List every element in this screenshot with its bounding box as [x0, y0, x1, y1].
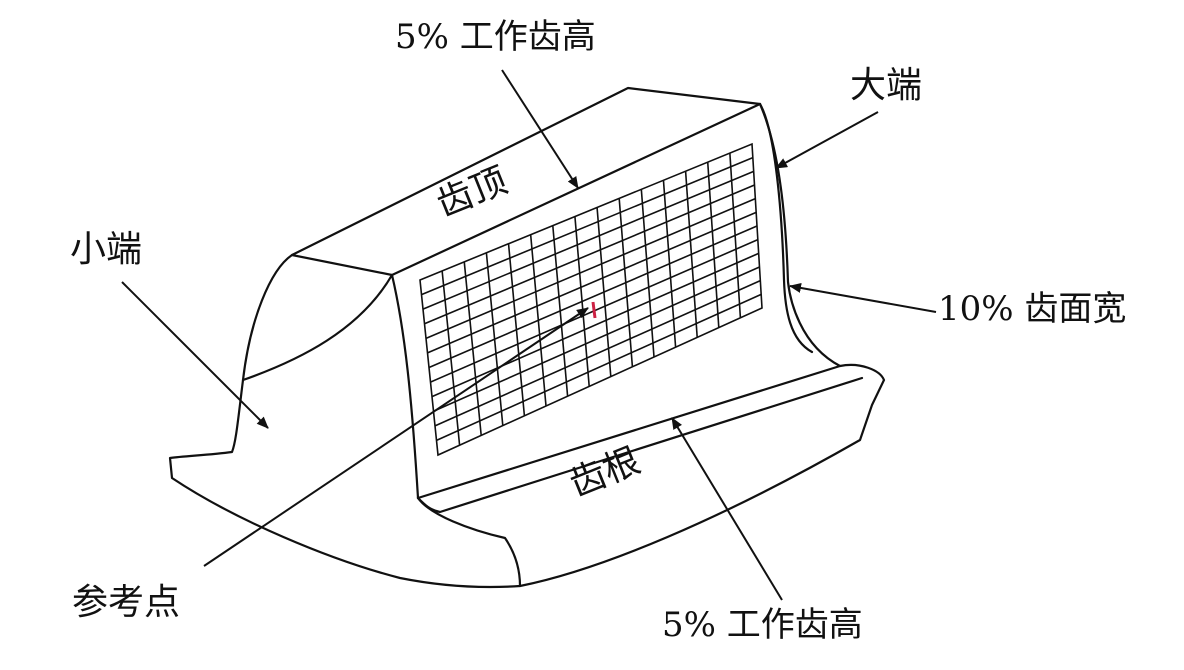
grid-row-line [433, 266, 760, 412]
label-reference-point: 参考点 [72, 582, 181, 623]
label-bottom-working-depth: 5% 工作齿高 [662, 605, 863, 645]
tooth-front-face [390, 102, 842, 500]
tooth-heel-edge [758, 102, 814, 354]
label-heel: 大端 [850, 65, 923, 106]
label-face-width: 10% 齿面宽 [938, 289, 1127, 329]
leader-reference-point [203, 307, 589, 567]
tooth-toe-flank [168, 253, 522, 589]
leader-heel [775, 111, 879, 169]
label-top-working-depth: 5% 工作齿高 [395, 17, 596, 57]
grid-row-line [428, 225, 758, 369]
grid-row-line [431, 252, 759, 398]
leader-bottom-working-depth [671, 417, 783, 601]
leader-toe [121, 281, 269, 429]
tooth-top-face [290, 86, 762, 277]
grid-row-line [436, 293, 762, 442]
grid-row-line [425, 197, 756, 340]
label-toe: 小端 [70, 229, 143, 270]
grid-row-line [422, 170, 754, 310]
tooth-root-edge [416, 376, 864, 514]
leader-top-working-depth [501, 69, 579, 189]
tooth-toe-curve [241, 273, 394, 382]
leader-face-width [789, 283, 937, 313]
contact-pattern-grid [419, 142, 763, 457]
grid-row-line [427, 211, 757, 354]
grid-row-line [421, 156, 754, 296]
grid-row-line [434, 279, 761, 427]
reference-point-mark [591, 301, 597, 319]
tooth-root-land [416, 363, 886, 588]
grid-row-line [424, 184, 755, 325]
